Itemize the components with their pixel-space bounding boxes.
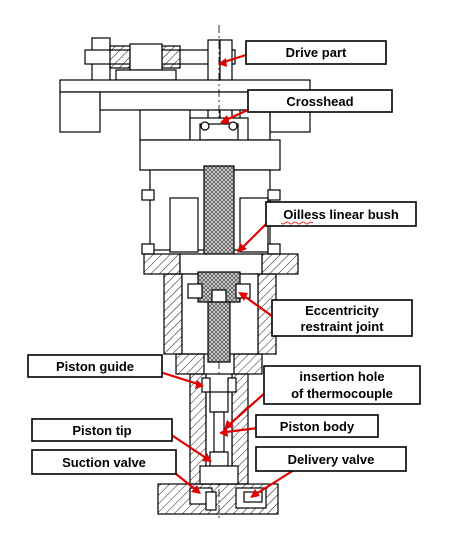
joint-drawing [187,271,251,303]
arrows [159,53,295,498]
label-piston-tip-text: Piston tip [72,423,131,438]
label-delivery-valve-text: Delivery valve [288,452,375,467]
label-insertion-hole-text: insertion hole [299,369,384,384]
label-suction-valve-text: Suction valve [62,455,146,470]
cylinder-drawing [189,373,249,485]
label-restraint-joint-text: restraint joint [300,319,384,334]
label-piston-guide-text: Piston guide [56,359,134,374]
label-thermocouple-text: of thermocouple [291,386,393,401]
label-piston-body-text: Piston body [280,419,355,434]
label-eccentricity-restraint-joint: Eccentricity restraint joint [271,299,413,337]
label-drive-part: Drive part [245,40,387,65]
label-piston-body: Piston body [255,414,379,438]
spellcheck-underline [280,221,314,225]
label-delivery-valve: Delivery valve [255,446,407,472]
label-suction-valve: Suction valve [31,449,177,475]
label-eccentricity-text: Eccentricity [305,303,379,318]
mechanical-drawing [59,25,311,520]
label-drive-part-text: Drive part [286,45,347,60]
label-piston-guide: Piston guide [27,354,163,378]
label-crosshead-text: Crosshead [286,94,353,109]
label-insertion-hole: insertion hole of thermocouple [263,365,421,405]
label-crosshead: Crosshead [247,89,393,113]
lower-rod-drawing [207,301,231,363]
label-oilless-linear-bush-text: Oilless linear bush [283,207,399,222]
label-oilless-linear-bush: Oilless linear bush [265,201,417,227]
label-piston-tip: Piston tip [31,418,173,442]
valve-block-drawing [157,483,279,515]
